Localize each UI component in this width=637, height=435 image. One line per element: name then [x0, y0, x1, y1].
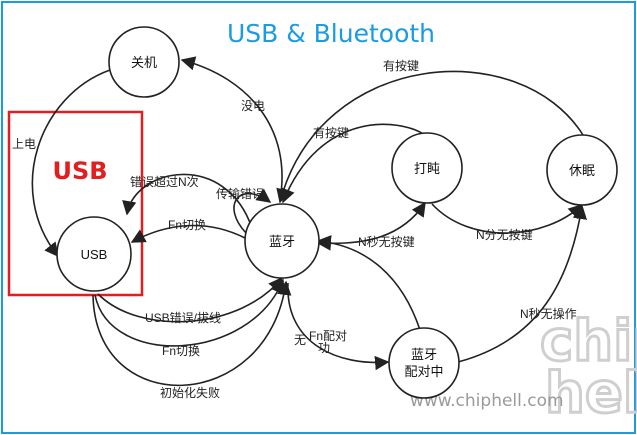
label-transfer-error: 传输错误 [216, 186, 264, 201]
edge-usb-to-bt-fn [94, 278, 285, 347]
edge-transfer-error [233, 188, 272, 234]
label-init-failed: 初始化失败 [160, 385, 220, 400]
label-n-sec-no-key: N秒无按键 [358, 235, 415, 249]
label-usb-error-unplug: USB错误/拔线 [145, 310, 221, 325]
usb-highlight-label: USB [52, 157, 107, 185]
label-no-op-start: 无 [294, 333, 306, 347]
edge-usb-to-bt-init-fail [92, 280, 292, 387]
edge-bt-to-pairing [287, 282, 390, 371]
watermark-logo-line2: hell [545, 361, 637, 426]
state-pairing-label-line1: 蓝牙 [411, 347, 437, 362]
state-usb-label: USB [81, 247, 108, 262]
edge-pairing-to-bt [316, 235, 421, 331]
state-sleep-circle [546, 134, 618, 206]
state-off-label: 关机 [131, 55, 157, 70]
label-no-op-end: 功 [318, 341, 330, 355]
watermark-logo-line1: chip [540, 309, 637, 374]
state-bt-label: 蓝牙 [269, 234, 295, 249]
state-sleep: 休眠 [546, 134, 618, 206]
label-fn-switch-to-usb: Fn切换 [168, 218, 206, 232]
label-key-press-from-sleep: 有按键 [383, 59, 419, 73]
state-pairing-circle [388, 327, 460, 399]
edge-pairing-to-sleep [457, 204, 588, 363]
label-power-on: 上电 [12, 137, 36, 151]
label-fn-pair: Fn配对 [309, 329, 347, 343]
edge-doze-to-bt [281, 123, 426, 204]
label-n-min-no-key: N分无按键 [476, 228, 533, 242]
watermark-url: www.chiphell.com [410, 391, 564, 411]
label-no-power: 没电 [241, 98, 265, 113]
chiphell-watermark: chip hell www.chiphell.com [410, 308, 637, 428]
edge-doze-to-sleep [431, 203, 584, 234]
edge-bt-to-off [180, 56, 283, 201]
edge-bt-to-usb-error [122, 173, 253, 229]
state-bt-circle [244, 203, 320, 279]
diagram-title: USB & Bluetooth [227, 19, 435, 48]
edge-bt-to-usb-fn [130, 224, 246, 243]
state-pairing-label-line2: 配对中 [404, 364, 443, 379]
label-usb-error-timeout: 错误超过N次 [130, 174, 199, 189]
state-bt: 蓝牙 [244, 203, 320, 279]
state-doze-circle [391, 132, 463, 204]
edge-usb-to-bt-error [97, 276, 283, 323]
edge-sleep-to-bt [276, 70, 584, 204]
state-off-circle [108, 26, 180, 98]
state-doze-label: 打盹 [414, 161, 440, 176]
state-doze: 打盹 [391, 132, 463, 204]
edge-off-to-usb [31, 69, 111, 258]
state-sleep-label: 休眠 [569, 163, 595, 178]
label-key-press-from-doze: 有按键 [313, 126, 349, 140]
label-fn-switch-to-bt: Fn切换 [162, 344, 200, 358]
usb-highlight-box [7, 110, 144, 297]
state-usb-circle [56, 216, 132, 292]
state-off: 关机 [108, 26, 180, 98]
label-n-sec-no-op: N秒无操作 [520, 306, 577, 321]
state-usb: USB [56, 216, 132, 292]
state-pairing: 蓝牙 配对中 [388, 327, 460, 399]
